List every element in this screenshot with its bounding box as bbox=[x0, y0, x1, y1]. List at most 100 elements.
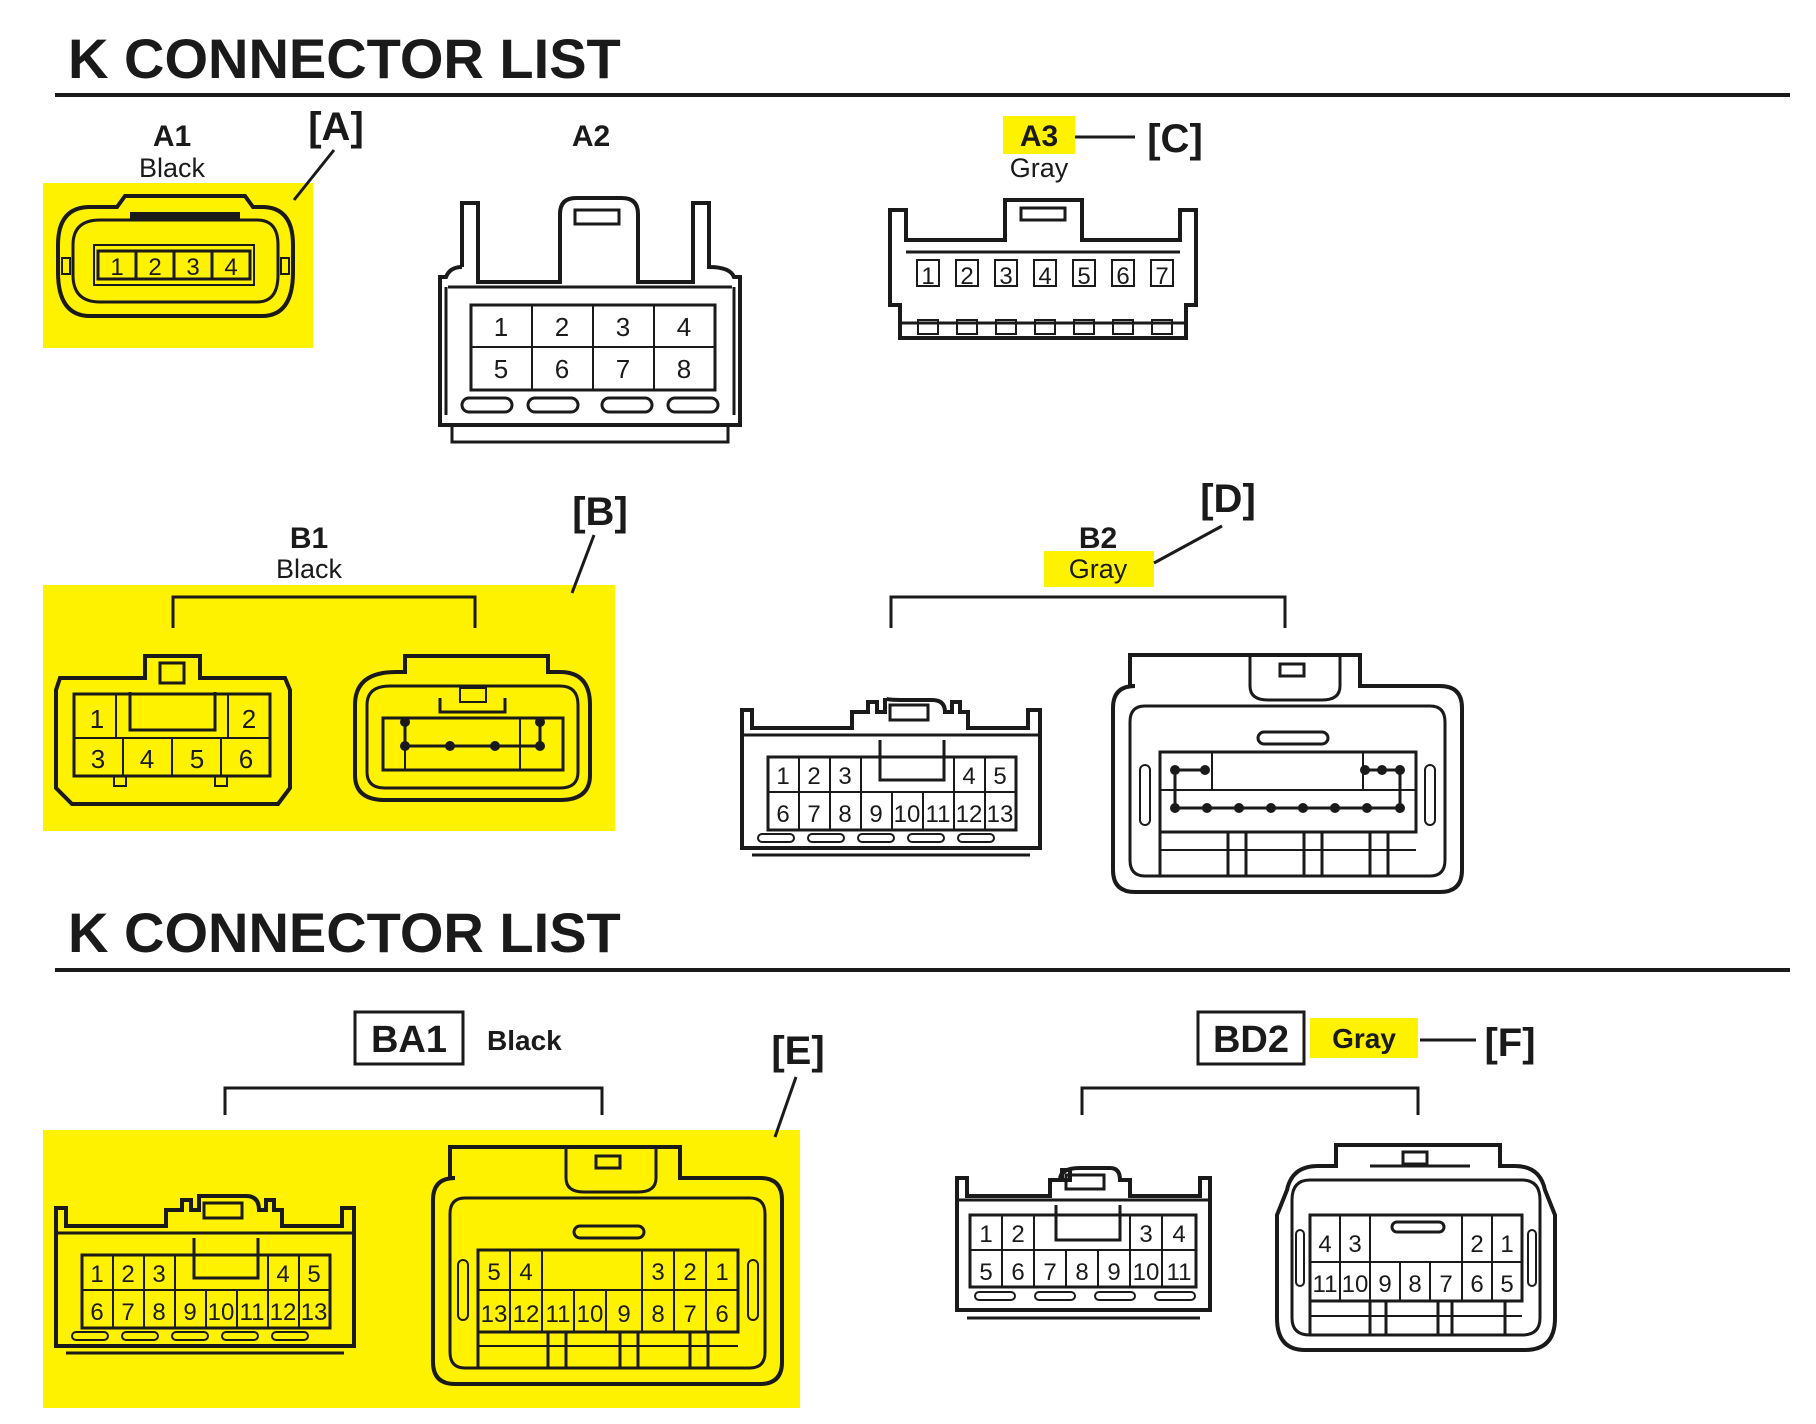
a2-pin: 6 bbox=[555, 354, 569, 384]
a2-pin: 8 bbox=[677, 354, 691, 384]
a2-pin: 5 bbox=[494, 354, 508, 384]
ba1-pin: 6 bbox=[715, 1301, 728, 1328]
bd2-tag: [F] bbox=[1484, 1021, 1535, 1065]
a1-pin: 3 bbox=[186, 254, 199, 281]
bd2-pin: 11 bbox=[1313, 1271, 1338, 1298]
b2-pin: 9 bbox=[869, 801, 882, 828]
ba1-pin: 7 bbox=[121, 1299, 134, 1326]
ba1-pin: 2 bbox=[121, 1261, 134, 1288]
bd2-pin: 9 bbox=[1378, 1271, 1391, 1298]
b2-pin: 2 bbox=[807, 763, 820, 790]
bd2-pin: 5 bbox=[1500, 1271, 1513, 1298]
b1-pin: 1 bbox=[90, 704, 104, 734]
ba1-pin: 2 bbox=[683, 1259, 696, 1286]
b2-pin: 5 bbox=[993, 763, 1006, 790]
bd2-id-box bbox=[1196, 1010, 1306, 1066]
ba1-pin: 10 bbox=[208, 1299, 235, 1326]
b2-pin: 1 bbox=[776, 763, 789, 790]
a3-id: A3 bbox=[1020, 120, 1058, 153]
a1-pin: 2 bbox=[148, 254, 161, 281]
ba1-pin: 5 bbox=[487, 1259, 500, 1286]
b1-color: Black bbox=[276, 554, 343, 584]
b1-pin: 3 bbox=[91, 744, 105, 774]
bd2-pin: 2 bbox=[1011, 1221, 1024, 1248]
b2-pin: 10 bbox=[894, 801, 921, 828]
a3-pin: 3 bbox=[999, 263, 1012, 290]
b1-pin: 5 bbox=[190, 744, 204, 774]
heading-bottom: K CONNECTOR LIST bbox=[68, 901, 621, 964]
b2-tag: [D] bbox=[1200, 477, 1256, 521]
pin-latch bbox=[995, 319, 1017, 335]
a3-color: Gray bbox=[1010, 153, 1069, 183]
bd2-pin: 3 bbox=[1348, 1231, 1361, 1258]
a2-pin: 7 bbox=[616, 354, 630, 384]
ba1-pin: 4 bbox=[519, 1259, 532, 1286]
pin-cavity bbox=[1111, 259, 1135, 287]
ba1-pin: 3 bbox=[152, 1261, 165, 1288]
bd2-pin: 6 bbox=[1011, 1259, 1024, 1286]
a3-pin: 2 bbox=[960, 263, 973, 290]
ba1-id: BA1 bbox=[371, 1019, 447, 1061]
a2-pin: 2 bbox=[555, 312, 569, 342]
b2-pin: 3 bbox=[838, 763, 851, 790]
ba1-pin: 12 bbox=[270, 1299, 297, 1326]
a1-pin: 1 bbox=[110, 254, 123, 281]
pin-cavity bbox=[1150, 259, 1174, 287]
ba1-pin: 5 bbox=[307, 1261, 320, 1288]
ba1-pin: 11 bbox=[240, 1299, 265, 1326]
a1-tag: [A] bbox=[308, 105, 364, 149]
bd2-pin: 11 bbox=[1167, 1259, 1192, 1286]
pin-latch bbox=[1151, 319, 1173, 335]
bd2-pin: 10 bbox=[1133, 1259, 1160, 1286]
a1-color: Black bbox=[139, 153, 206, 183]
b1-pin: 2 bbox=[242, 704, 256, 734]
bd2-pin: 7 bbox=[1043, 1259, 1056, 1286]
ba1-color: Black bbox=[487, 1025, 562, 1056]
bd2-pin: 2 bbox=[1470, 1231, 1483, 1258]
ba1-pin: 6 bbox=[90, 1299, 103, 1326]
ba1-id-box bbox=[353, 1010, 465, 1066]
b1-tag: [B] bbox=[572, 490, 628, 534]
ba1-pin: 13 bbox=[481, 1301, 508, 1328]
ba1-pin: 9 bbox=[183, 1299, 196, 1326]
bd2-pin: 7 bbox=[1439, 1271, 1452, 1298]
ba1-pin: 10 bbox=[577, 1301, 604, 1328]
ba1-pin: 9 bbox=[617, 1301, 630, 1328]
b1-pin: 6 bbox=[239, 744, 253, 774]
highlight-b2 bbox=[1044, 551, 1154, 587]
a3-pin: 7 bbox=[1155, 263, 1168, 290]
ba1-pin: 11 bbox=[546, 1301, 571, 1328]
a3-pin: 4 bbox=[1038, 263, 1051, 290]
b2-pin: 7 bbox=[807, 801, 820, 828]
b1-pin: 4 bbox=[140, 744, 154, 774]
pin-cavity bbox=[1033, 259, 1057, 287]
b2-color: Gray bbox=[1069, 554, 1128, 584]
ba1-pin: 13 bbox=[301, 1299, 328, 1326]
highlight-bd2 bbox=[1310, 1018, 1418, 1058]
a1-id: A1 bbox=[153, 120, 191, 153]
ba1-pin: 1 bbox=[90, 1261, 103, 1288]
bd2-pin: 6 bbox=[1470, 1271, 1483, 1298]
ba1-pin: 8 bbox=[651, 1301, 664, 1328]
b1-id: B1 bbox=[290, 522, 328, 555]
ba1-pin: 4 bbox=[276, 1261, 289, 1288]
pin-cavity bbox=[916, 259, 940, 287]
b2-pin: 11 bbox=[926, 801, 951, 828]
pin-latch bbox=[917, 319, 939, 335]
bd2-pin: 8 bbox=[1408, 1271, 1421, 1298]
bd2-id: BD2 bbox=[1213, 1019, 1289, 1061]
b2-pin: 12 bbox=[956, 801, 983, 828]
bd2-pin: 9 bbox=[1107, 1259, 1120, 1286]
heading-top: K CONNECTOR LIST bbox=[68, 27, 621, 90]
a3-tag: [C] bbox=[1147, 117, 1203, 161]
connector-b1: B1 Black [B] 1 2 3 4 5 6 bbox=[43, 490, 628, 831]
pin-cavity bbox=[955, 259, 979, 287]
bd2-color: Gray bbox=[1332, 1023, 1396, 1054]
bd2-pin: 1 bbox=[979, 1221, 992, 1248]
a3-pin: 1 bbox=[921, 263, 934, 290]
